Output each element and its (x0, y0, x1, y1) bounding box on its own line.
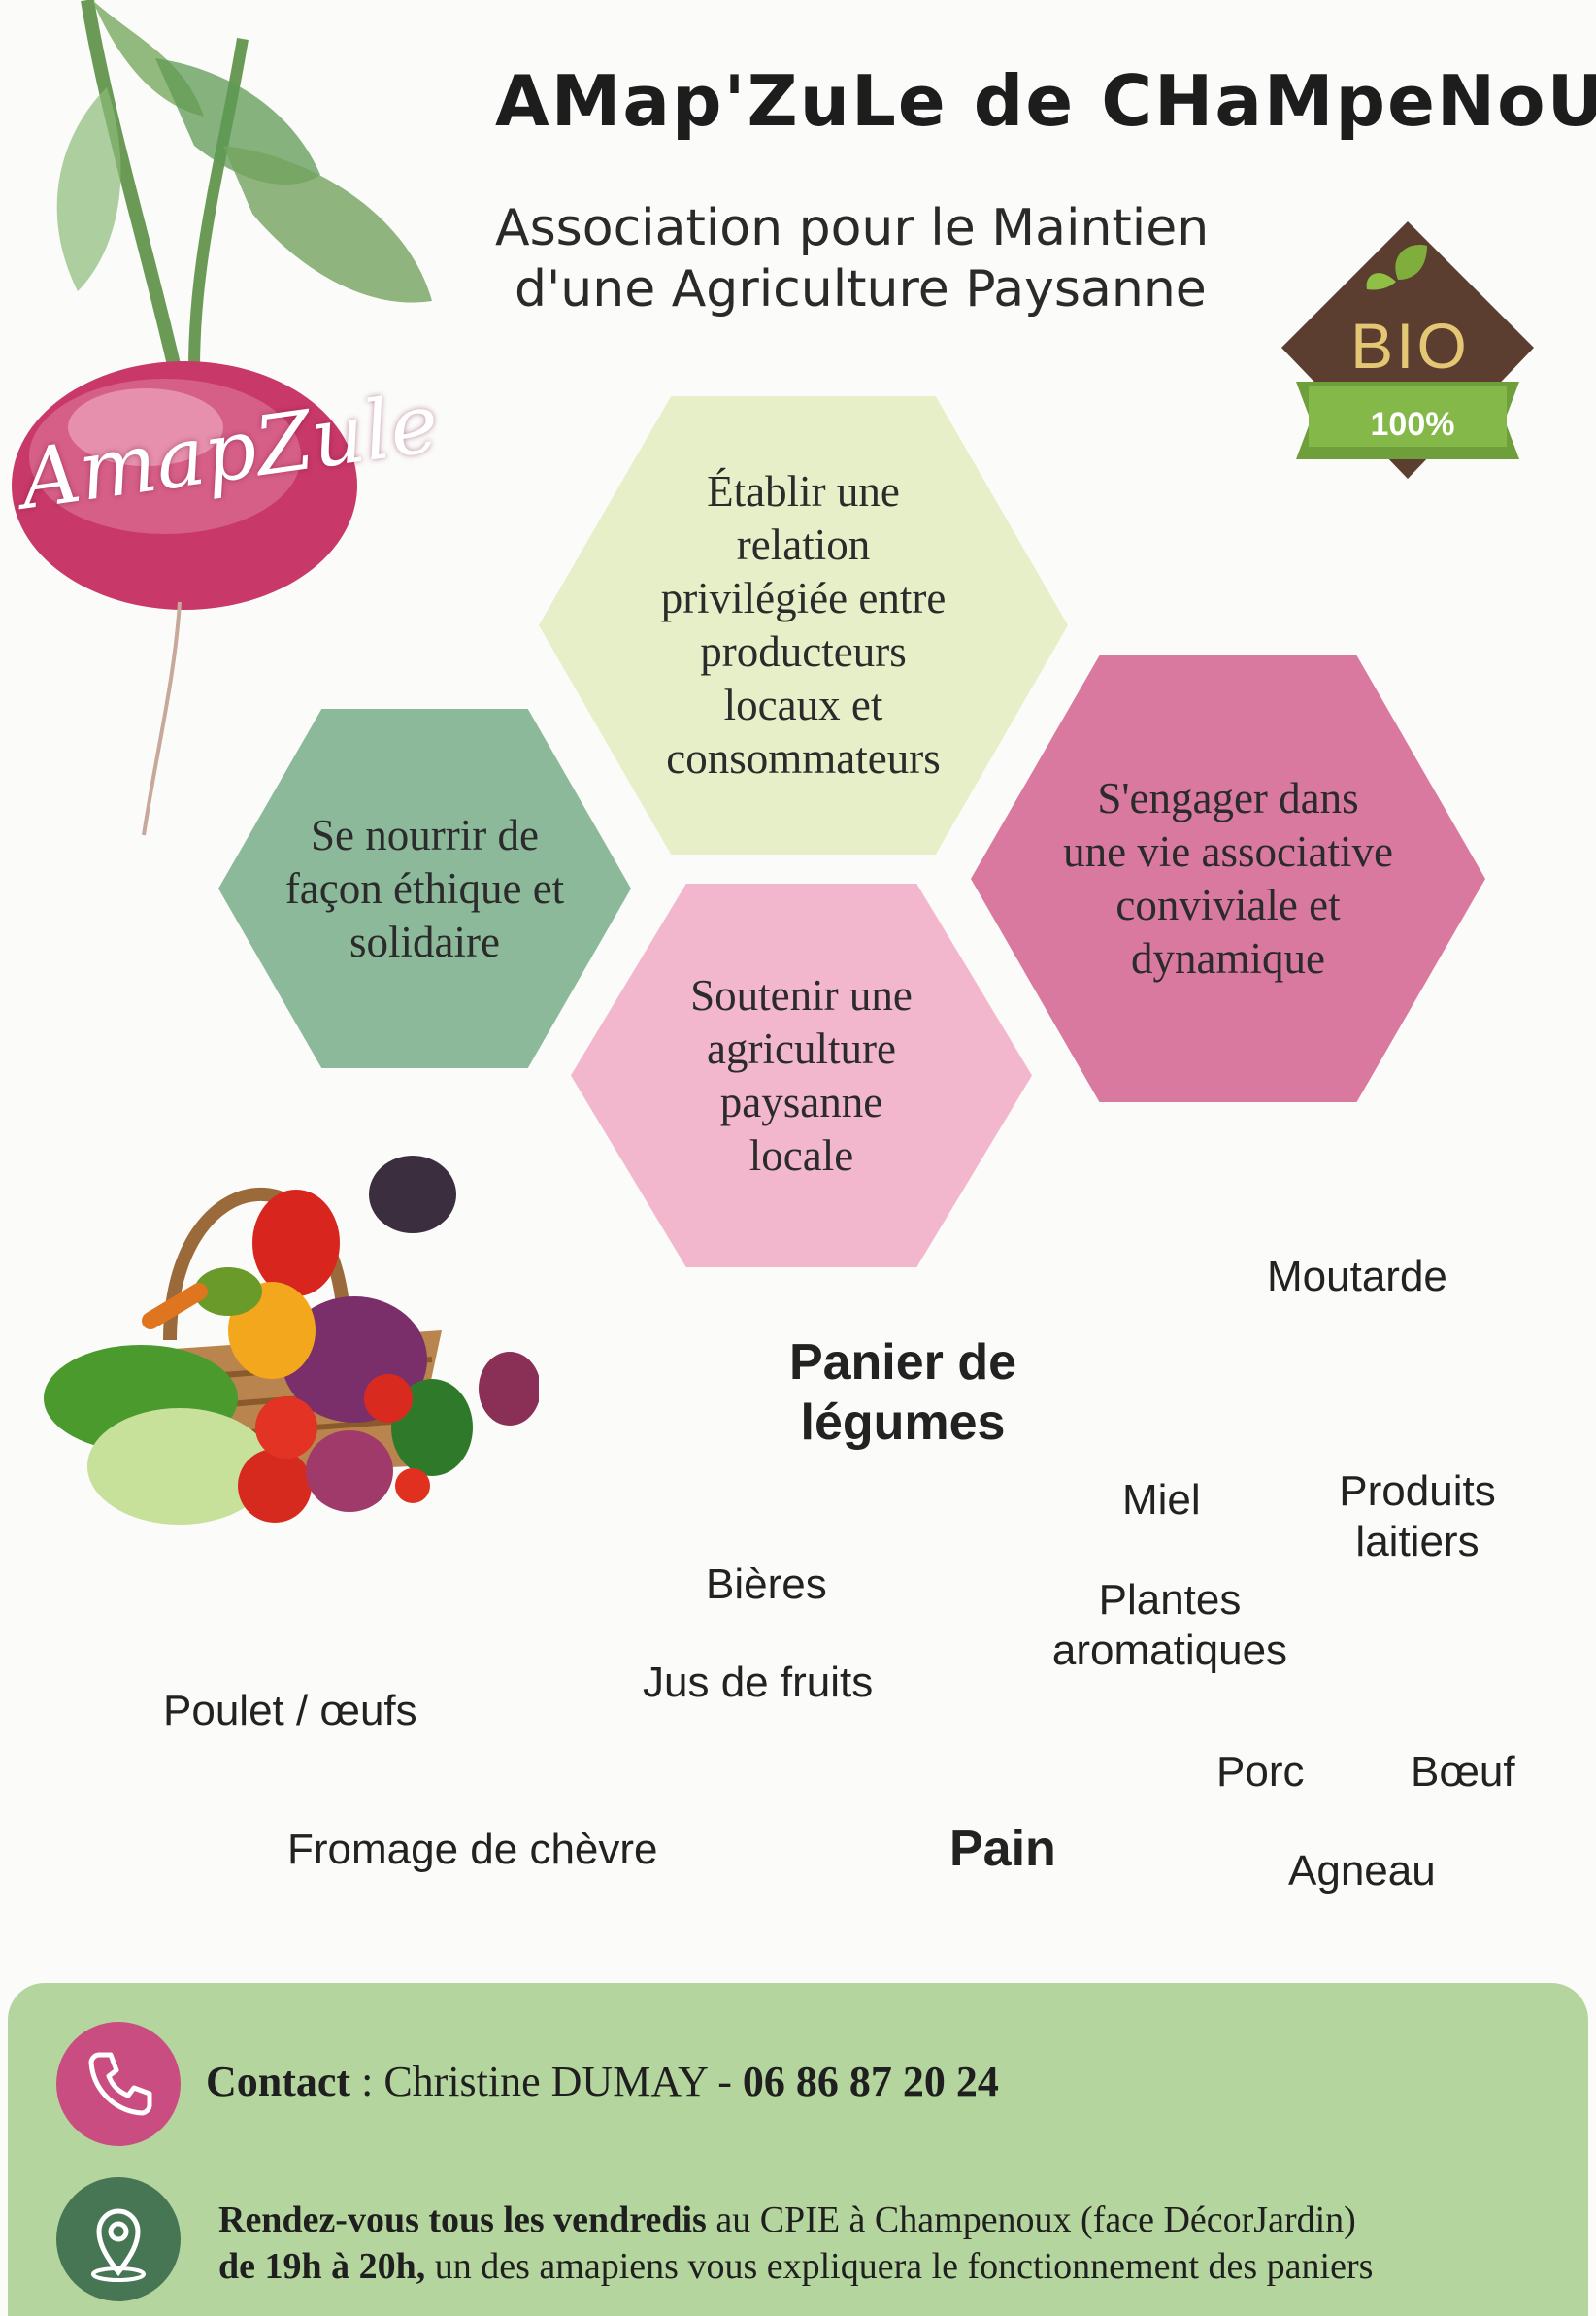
product-panier-line-1: Panier de (788, 1334, 1017, 1391)
hexagon-soutenir: Soutenir une agriculture paysanne locale (571, 884, 1032, 1267)
phone-icon (56, 2022, 181, 2146)
subtitle-line-1: Association pour le Maintien (495, 199, 1210, 257)
product-agneau: Agneau (1288, 1847, 1436, 1895)
bio-badge-percent: 100% (1370, 406, 1455, 443)
product-panier-line-2: légumes (800, 1394, 1006, 1451)
vegetable-basket-image (44, 1156, 539, 1525)
product-laitiers-line-2: laitiers (1355, 1518, 1480, 1565)
product-poulet-oeufs: Poulet / œufs (163, 1687, 417, 1734)
bio-badge (1281, 221, 1534, 479)
rendezvous-place: au CPIE à Champenoux (face DécorJardin) (706, 2199, 1356, 2240)
contact-line: Contact : Christine DUMAY - 06 86 87 20 … (206, 2057, 999, 2106)
rendezvous-time: de 19h à 20h, (218, 2246, 426, 2287)
product-fromage-chevre: Fromage de chèvre (287, 1826, 658, 1873)
contact-dash: - (707, 2058, 743, 2105)
product-laitiers-line-1: Produits (1339, 1467, 1496, 1515)
page-title: AMap'ZuLe de CHaMpeNoUX (495, 60, 1596, 142)
contact-separator: : (350, 2058, 384, 2105)
hexagon-engager: S'engager dans une vie associative convi… (971, 655, 1485, 1102)
contact-label: Contact (206, 2058, 351, 2105)
bio-badge-label: BIO (1350, 310, 1470, 382)
hexagon-relation-text: Établir une relation privilégiée entre p… (660, 467, 947, 783)
hexagon-soutenir-text: Soutenir une agriculture paysanne locale (690, 970, 913, 1180)
product-moutarde: Moutarde (1267, 1253, 1447, 1300)
rendezvous-text: Rendez-vous tous les vendredis au CPIE à… (218, 2197, 1373, 2290)
location-pin-icon-glyph (91, 2208, 146, 2282)
product-porc: Porc (1216, 1748, 1305, 1796)
location-pin-icon (56, 2177, 181, 2301)
contact-name: Christine DUMAY (383, 2058, 708, 2105)
subtitle-line-2: d'une Agriculture Paysanne (515, 260, 1207, 319)
radish-illustration (12, 0, 432, 836)
rendezvous-details: un des amapiens vous expliquera le fonct… (425, 2246, 1374, 2287)
product-boeuf: Bœuf (1411, 1748, 1515, 1796)
product-bieres: Bières (706, 1561, 827, 1608)
footer-panel (8, 1983, 1588, 2316)
product-jus-de-fruits: Jus de fruits (643, 1659, 874, 1706)
rendezvous-day: Rendez-vous tous les vendredis (218, 2199, 707, 2240)
product-miel: Miel (1122, 1476, 1201, 1524)
product-panier-legumes: Panier de légumes (762, 1332, 1044, 1453)
product-plantes-line-1: Plantes (1098, 1576, 1242, 1624)
product-plantes-line-2: aromatiques (1051, 1627, 1288, 1674)
hexagon-relation: Établir une relation privilégiée entre p… (539, 396, 1068, 855)
phone-icon-glyph (88, 2052, 152, 2116)
contact-phone[interactable]: 06 86 87 20 24 (742, 2058, 999, 2105)
hexagon-engager-text: S'engager dans une vie associative convi… (1063, 774, 1393, 983)
product-produits-laitiers: Produits laitiers (1320, 1466, 1514, 1567)
rendezvous-line-2: de 19h à 20h, un des amapiens vous expli… (218, 2243, 1373, 2290)
rendezvous-line-1: Rendez-vous tous les vendredis au CPIE à… (218, 2197, 1373, 2243)
product-plantes-aromatiques: Plantes aromatiques (1029, 1575, 1311, 1676)
hexagon-nourrir-text: Se nourrir de façon éthique et solidaire (284, 810, 565, 966)
product-pain: Pain (949, 1821, 1056, 1877)
